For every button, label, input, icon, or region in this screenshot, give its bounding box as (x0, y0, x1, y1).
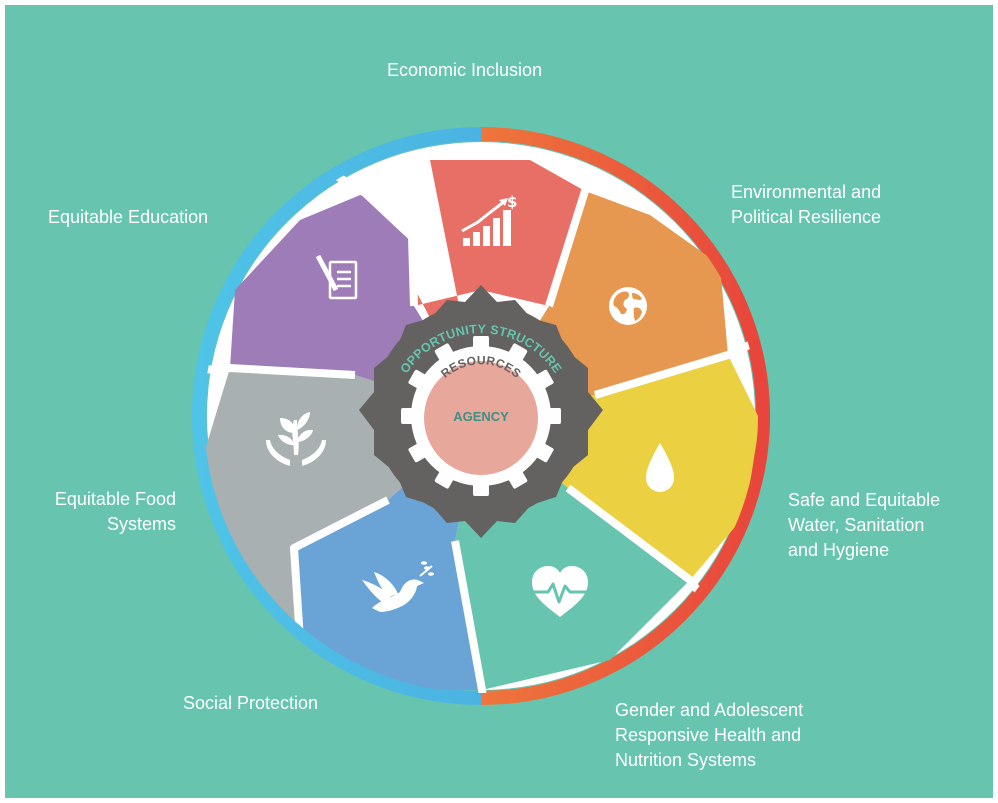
dove-icon (362, 561, 434, 612)
label-education: Equitable Education (48, 207, 209, 227)
svg-text:$: $ (507, 193, 517, 211)
label-water-sanitation: Safe and Equitable Water, Sanitation and… (788, 490, 941, 560)
label-social-protection: Social Protection (183, 693, 319, 713)
gradient-ring (192, 127, 770, 705)
water-drop-icon (646, 443, 674, 492)
label-health-nutrition: Gender and Adolescent Responsive Health … (615, 700, 804, 770)
label-environmental-resilience: Environmental and Political Resilience (731, 182, 882, 227)
plant-hands-icon (266, 412, 326, 466)
document-pencil-icon (315, 254, 358, 300)
agency-core (424, 361, 538, 475)
heart-pulse-icon (532, 566, 588, 617)
globe-icon (609, 287, 647, 325)
segment-economic-inclusion (365, 160, 585, 416)
growth-chart-dollar-icon: $ (461, 193, 517, 246)
label-food-systems: Equitable Food Systems (54, 489, 176, 534)
label-economic-inclusion: Economic Inclusion (387, 60, 543, 80)
agency-label: AGENCY (453, 409, 509, 424)
